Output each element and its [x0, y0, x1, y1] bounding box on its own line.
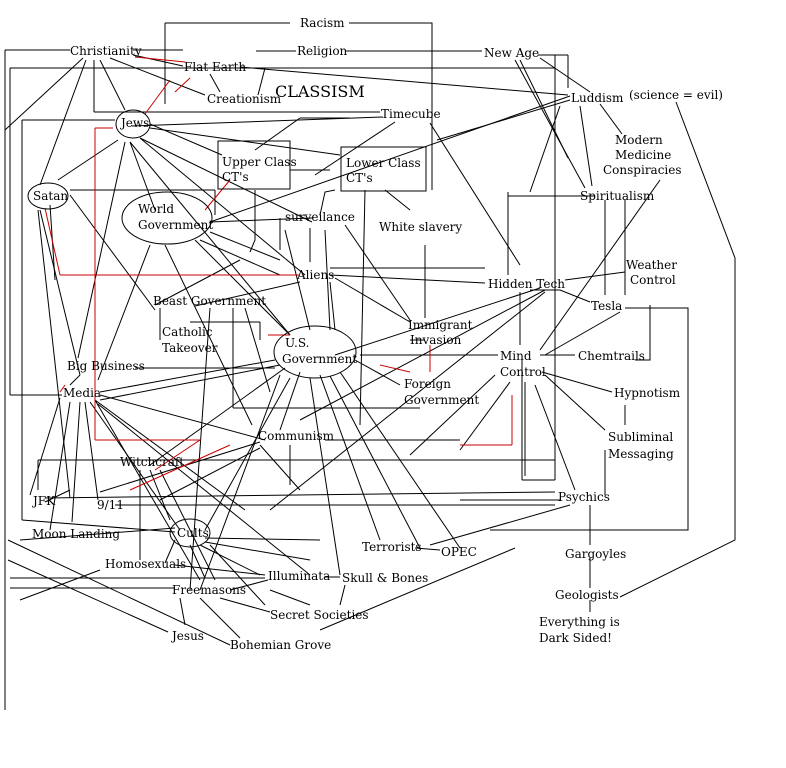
node-surveilance: surveilance — [285, 210, 355, 224]
node-subliminal: Subliminal Messaging — [608, 430, 677, 461]
node-terrorists: Terrorists — [362, 540, 422, 554]
node-communism: Communism — [258, 429, 335, 443]
node-timecube: Timecube — [381, 107, 441, 121]
node-big-business: Big Business — [67, 359, 145, 373]
node-skull-bones: Skull & Bones — [342, 571, 428, 585]
node-racism: Racism — [300, 16, 345, 30]
node-spiritualism: Spiritualism — [580, 189, 655, 203]
node-chemtrails: Chemtrails — [578, 349, 645, 363]
node-upper-class: Upper Class CT's — [222, 155, 300, 184]
node-luddism: Luddism — [571, 91, 624, 105]
node-bohemian-grove: Bohemian Grove — [230, 638, 331, 652]
node-opec: OPEC — [441, 545, 477, 559]
edges — [4, 22, 736, 710]
node-satan: Satan — [33, 189, 68, 203]
node-tesla: Tesla — [591, 299, 622, 313]
node-creationism: Creationism — [207, 92, 282, 106]
node-catholic-takeover: Catholic Takeover — [162, 325, 218, 355]
node-jews: Jews — [119, 116, 149, 130]
node-world-government: World Government — [138, 202, 213, 232]
node-immigrant-invasion: Immigrant Invasion — [408, 318, 476, 347]
node-gargoyles: Gargoyles — [565, 547, 626, 561]
node-secret-societies: Secret Societies — [270, 608, 369, 622]
node-jfk: JFK — [31, 494, 56, 508]
node-christianity: Christianity — [70, 44, 142, 58]
node-new-age: New Age — [484, 46, 539, 60]
node-psychics: Psychics — [558, 490, 610, 504]
node-foreign-government: Foreign Government — [404, 377, 479, 407]
node-white-slavery: White slavery — [379, 220, 462, 234]
node-labels: Racism Christianity Religion New Age Fla… — [31, 16, 723, 652]
node-weather-control: Weather Control — [626, 258, 681, 287]
node-media: Media — [63, 386, 101, 400]
node-moon-landing: Moon Landing — [32, 527, 120, 541]
node-dark-sided: Everything is Dark Sided! — [539, 615, 624, 645]
node-lower-class: Lower Class CT's — [346, 156, 424, 185]
node-homosexuals: Homosexuals — [105, 557, 186, 571]
edges-red — [44, 56, 513, 491]
node-classism: CLASSISM — [275, 82, 365, 101]
node-cults: Cults — [177, 526, 209, 540]
node-hypnotism: Hypnotism — [614, 386, 681, 400]
node-illuminata: Illuminata — [268, 569, 330, 583]
node-9-11: 9/11 — [97, 498, 124, 512]
node-geologists: Geologists — [555, 588, 619, 602]
node-us-government: U.S. Government — [282, 336, 357, 366]
node-mind-control: Mind Control — [500, 349, 546, 379]
node-freemasons: Freemasons — [172, 583, 246, 597]
node-beast-government: Beast Government — [153, 294, 266, 308]
node-religion: Religion — [297, 44, 348, 58]
node-aliens: Aliens — [296, 268, 334, 282]
node-modern-medicine: Modern Medicine Conspiracies — [603, 133, 682, 177]
node-shapes — [27, 109, 427, 548]
node-jesus: Jesus — [170, 629, 204, 643]
node-science-evil: (science = evil) — [629, 88, 723, 102]
node-witchcraft: Witchcraft — [120, 455, 184, 469]
node-flat-earth: Flat Earth — [184, 60, 246, 74]
node-hidden-tech: Hidden Tech — [488, 277, 565, 291]
